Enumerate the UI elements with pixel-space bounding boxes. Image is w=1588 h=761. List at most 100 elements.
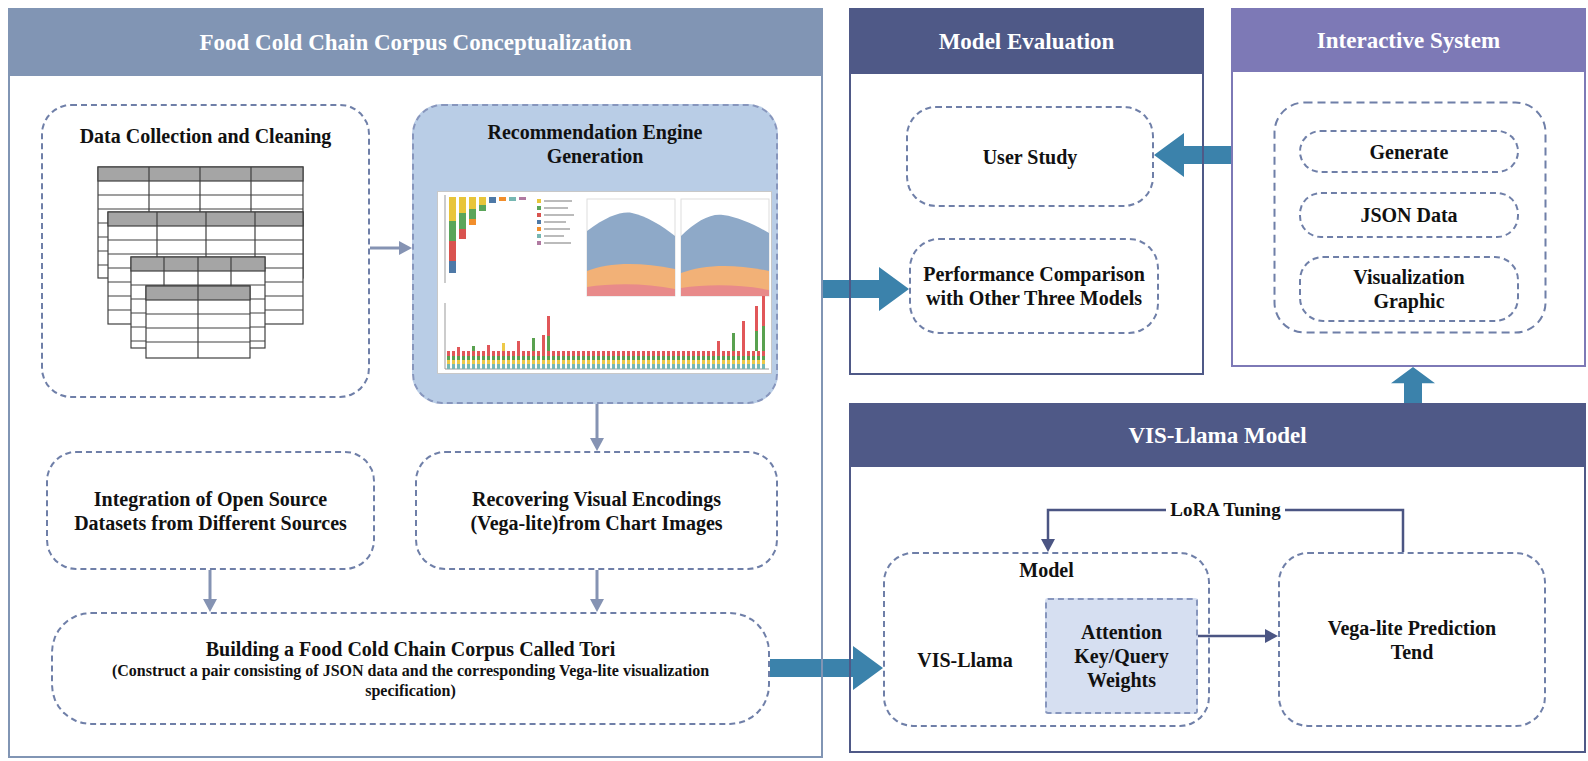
illustration-part	[762, 326, 765, 351]
connector-arrow	[203, 570, 217, 612]
node-label: Recommendation Engine Generation	[450, 120, 740, 168]
illustration-part	[547, 336, 550, 351]
process-box: Recovering Visual Encodings (Vega-lite)f…	[415, 451, 778, 570]
illustration-part	[537, 199, 541, 203]
node-label: Generate	[1370, 140, 1449, 164]
illustration-part	[469, 197, 476, 209]
connector-arrow	[590, 570, 604, 612]
illustration-part	[681, 215, 769, 296]
arrow-head	[590, 599, 604, 612]
connector-arrow	[1198, 629, 1278, 643]
illustration-part	[544, 221, 566, 223]
illustration-part	[502, 343, 505, 351]
arrow-head	[590, 438, 604, 451]
illustration-part	[755, 331, 758, 351]
arrow-head	[203, 599, 217, 612]
illustration-part	[587, 213, 675, 296]
block-arrow	[1154, 133, 1231, 177]
illustration-part	[146, 286, 250, 358]
arrow-head	[399, 241, 412, 255]
illustration-part	[587, 284, 675, 296]
illustration-part	[717, 341, 720, 351]
illustration-part	[449, 261, 456, 273]
connector-line	[370, 247, 400, 250]
process-box: Generate	[1299, 130, 1519, 173]
illustration-part	[544, 228, 570, 230]
process-box: Attention Key/Query Weights	[1045, 598, 1198, 714]
process-box: JSON Data	[1299, 192, 1519, 238]
illustration-part	[587, 199, 675, 296]
illustration-part	[517, 341, 520, 351]
illustration-part	[762, 296, 765, 326]
illustration-part	[438, 192, 772, 374]
connector-arrow	[823, 267, 909, 311]
panel-title: Food Cold Chain Corpus Conceptualization	[10, 10, 821, 76]
node-label: User Study	[983, 145, 1078, 169]
panel: VIS-Llama ModelModelVIS-Llama Attention K…	[849, 403, 1586, 753]
illustration-part	[459, 213, 466, 229]
process-box: ModelVIS-Llama Attention Key/Query Weight…	[883, 552, 1210, 727]
illustration-part	[742, 321, 745, 351]
node-label: Model	[885, 558, 1208, 582]
panel-title: VIS-Llama Model	[851, 405, 1584, 467]
illustration-part	[447, 351, 767, 369]
process-box: Recommendation Engine Generation	[412, 104, 778, 404]
illustration-part	[489, 197, 496, 203]
node-label: Attention Key/Query Weights	[1062, 620, 1182, 692]
illustration-part	[544, 200, 572, 202]
process-box: Vega-lite Prediction Tend	[1278, 552, 1546, 727]
illustration-part	[681, 199, 769, 296]
illustration-part	[547, 316, 550, 336]
node-label: Recovering Visual Encodings (Vega-lite)f…	[447, 487, 747, 535]
illustration-part	[472, 346, 475, 351]
illustration-part	[755, 306, 758, 331]
panel: Food Cold Chain Corpus Conceptualization…	[8, 8, 823, 758]
illustration-part	[509, 197, 516, 201]
illustration-part	[732, 333, 735, 351]
illustration-part	[587, 264, 675, 296]
illustration-part	[544, 235, 564, 237]
illustration-part	[1275, 103, 1546, 333]
connector-arrow	[1154, 133, 1231, 177]
illustration-part	[469, 219, 476, 225]
connector-arrow	[770, 646, 883, 690]
illustration-part	[537, 206, 541, 210]
illustration-part	[449, 197, 456, 221]
node-label: Data Collection and Cleaning	[80, 124, 332, 148]
node-label: Visualization Graphic	[1329, 265, 1489, 313]
connector-arrow	[1391, 367, 1435, 403]
chart-illustration	[437, 191, 772, 374]
panel-title: Model Evaluation	[851, 10, 1202, 74]
connector-line	[596, 404, 599, 439]
illustration-part	[537, 220, 541, 224]
connector-arrow	[370, 241, 412, 255]
illustration-part	[479, 205, 486, 211]
connector-arrow	[590, 404, 604, 451]
arrow-head	[1041, 539, 1055, 552]
illustration-part	[445, 303, 769, 369]
illustration-part	[459, 229, 466, 239]
illustration-part	[449, 241, 456, 261]
illustration-part	[537, 234, 541, 238]
illustration-part	[681, 285, 769, 296]
illustration-part	[537, 213, 541, 217]
process-box: Building a Food Cold Chain Corpus Called…	[51, 612, 770, 725]
illustration-part	[544, 214, 574, 216]
panel: Interactive SystemGenerateJSON DataVisua…	[1231, 8, 1586, 367]
node-label: Integration of Open Source Datasets from…	[61, 487, 361, 535]
illustration-part	[532, 338, 535, 351]
illustration-part	[459, 197, 466, 213]
illustration-part	[544, 207, 568, 209]
arrow-head	[1265, 629, 1278, 643]
block-arrow	[823, 267, 909, 311]
illustration-part	[445, 195, 446, 283]
process-box: Performance Comparison with Other Three …	[909, 238, 1159, 334]
process-box: Data Collection and Cleaning	[41, 104, 370, 398]
node-label: VIS-Llama	[885, 648, 1045, 672]
illustration-part	[544, 242, 571, 244]
node-label: Performance Comparison with Other Three …	[923, 262, 1145, 310]
panel: Model EvaluationUser StudyPerformance Co…	[849, 8, 1204, 375]
illustration-part	[146, 286, 250, 358]
process-box: Integration of Open Source Datasets from…	[46, 451, 375, 570]
illustration-part	[469, 209, 476, 219]
